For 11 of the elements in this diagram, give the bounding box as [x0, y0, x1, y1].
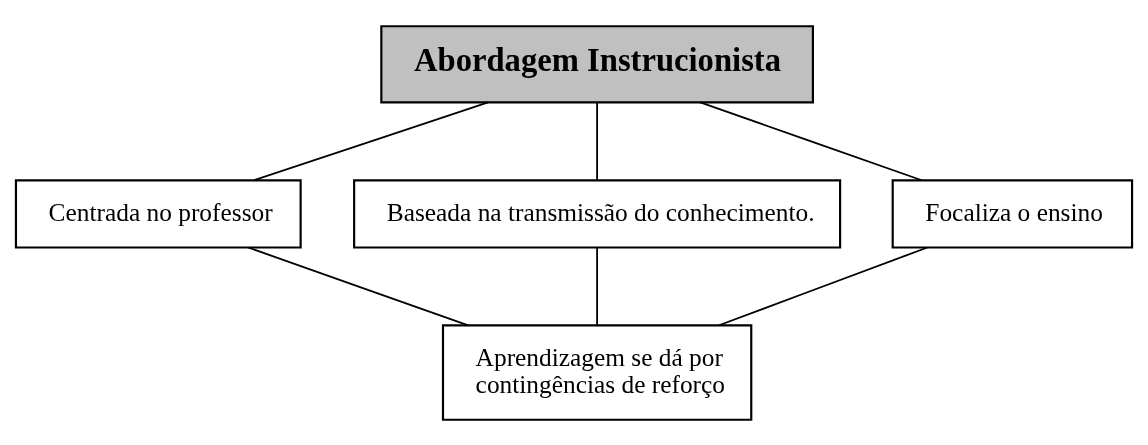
- node-box: Focaliza o ensino: [891, 178, 1134, 249]
- connector: [699, 101, 923, 181]
- node-box: Aprendizagem se dá por contingências de reforço: [441, 323, 753, 421]
- connector: [253, 101, 489, 181]
- connector: [718, 246, 929, 326]
- node-box: Baseada na transmissão do conhecimento.: [353, 178, 842, 249]
- connector: [596, 246, 599, 326]
- connector: [596, 101, 599, 181]
- connector: [247, 246, 470, 326]
- node-box: Abordagem Instrucionista: [380, 24, 814, 103]
- node-box: Centrada no professor: [14, 178, 302, 249]
